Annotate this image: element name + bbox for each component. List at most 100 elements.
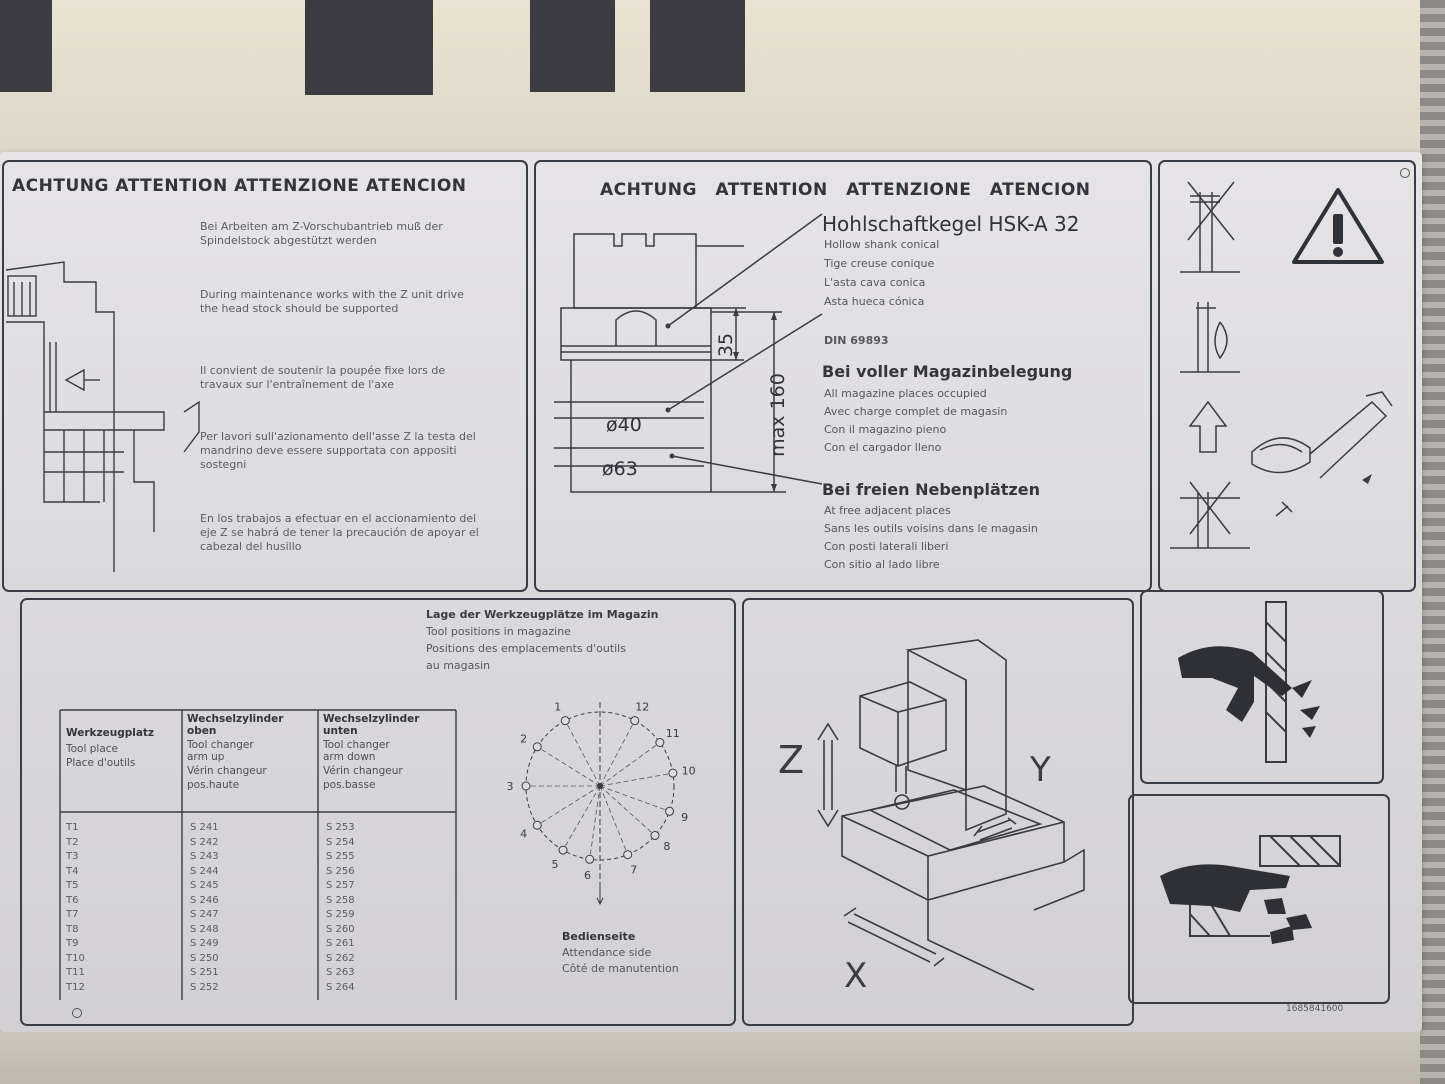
tool-place-3: T3 (66, 851, 79, 862)
lower-switch-1: S 253 (326, 822, 355, 833)
lower-switch-2: S 254 (326, 836, 355, 848)
lower-switch-10: S 262 (326, 952, 355, 964)
dim-35: 35 (715, 332, 738, 358)
panel-pinch-hazard (1128, 794, 1390, 1004)
dial-label-4: 4 (520, 828, 527, 841)
dial-label-6: 6 (584, 869, 591, 882)
part-number: 1685841600 (1286, 1004, 1344, 1014)
upper-switch-1: S 241 (190, 822, 219, 833)
col-lower-head-1: Wechselzylinder (323, 713, 420, 725)
col-lower-head-6: pos.basse (323, 779, 376, 791)
panel1-heading: ACHTUNG ATTENTION ATTENZIONE ATENCION (12, 176, 467, 196)
col-upper-head-6: pos.haute (187, 779, 240, 791)
panel-z-axis-warning: ACHTUNG ATTENTION ATTENZIONE ATENCION Be… (2, 160, 528, 592)
col-upper-head-1: Wechselzylinder (187, 713, 284, 725)
full-magazine-line-4: Con el cargador lleno (824, 441, 942, 454)
para-german: Bei Arbeiten am Z-Vorschubantrieb muß de… (200, 220, 443, 247)
upper-switch-8: S 248 (190, 923, 219, 935)
dial-label-5: 5 (552, 858, 559, 871)
lower-switch-6: S 258 (326, 894, 355, 906)
dial-position-5 (558, 845, 568, 855)
col-lower-head-2: unten (323, 725, 358, 737)
dial-label-3: 3 (507, 780, 514, 793)
magazine-title-fr-2: au magasin (426, 659, 491, 672)
dial-label-8: 8 (663, 840, 670, 853)
rotating-tool-hand-pictogram (1178, 601, 1320, 763)
pinch-hand-pictogram (1160, 835, 1341, 944)
free-places-line-4: Con sitio al lado libre (824, 558, 940, 571)
dial-position-2 (532, 742, 542, 752)
axis-x-label: X (844, 956, 868, 996)
wall-lettering-block-left (0, 0, 52, 92)
tool-place-9: T9 (66, 938, 79, 949)
tool-table-grid (59, 709, 457, 1000)
tool-place-2: T2 (66, 836, 79, 848)
dial-position-8 (650, 831, 660, 841)
upper-switch-2: S 242 (190, 836, 219, 848)
tool-place-12: T12 (66, 981, 85, 993)
free-places-title: Bei freien Nebenplätzen (822, 480, 1040, 499)
wall-lettering-block-mid (305, 0, 433, 95)
col-upper-head-2: oben (187, 725, 217, 737)
upper-switch-10: S 250 (190, 952, 219, 964)
tool-place-8: T8 (66, 923, 79, 935)
panel-tool-magazine-positions: Lage der Werkzeugplätze im Magazin Tool … (20, 598, 736, 1026)
tool-place-5: T5 (66, 880, 79, 891)
upper-switch-7: S 247 (190, 909, 219, 920)
hsk-title: Hohlschaftkegel HSK-A 32 (822, 212, 1080, 236)
free-places-line-1: At free adjacent places (824, 504, 951, 517)
full-magazine-line-3: Con il magazino pieno (824, 423, 947, 436)
magazine-title-en: Tool positions in magazine (426, 625, 571, 638)
dial-label-10: 10 (682, 764, 696, 777)
hsk-title-line-1: Hollow shank conical (824, 238, 940, 251)
lower-switch-11: S 263 (326, 967, 355, 978)
para-italian: Per lavori sull'azionamento dell'asse Z … (200, 430, 476, 471)
col-place-head-1: Werkzeugplatz (66, 727, 155, 739)
dial-position-1 (560, 716, 570, 726)
wall-lettering-block-right (530, 0, 615, 92)
dial-position-10 (668, 768, 678, 778)
col-upper-head-3: Tool changer (187, 739, 254, 751)
attendance-side-en: Attendance side (562, 946, 652, 959)
upper-switch-3: S 243 (190, 851, 219, 862)
dial-position-3 (521, 781, 531, 791)
dial-spoke-7 (599, 785, 629, 855)
full-magazine-title: Bei voller Magazinbelegung (822, 362, 1073, 381)
tool-place-6: T6 (66, 894, 79, 906)
col-lower-head-3: Tool changer (323, 739, 390, 751)
upper-switch-5: S 245 (190, 880, 219, 891)
dim-diameter-40: ø40 (606, 414, 642, 436)
dial-position-12 (630, 716, 640, 726)
lower-switch-7: S 259 (326, 909, 355, 920)
para-english: During maintenance works with the Z unit… (200, 288, 464, 315)
free-places-line-2: Sans les outils voisins dans le magasin (824, 522, 1038, 535)
dial-spoke-5 (562, 785, 601, 851)
upper-switch-11: S 251 (190, 967, 219, 978)
dial-spoke-1 (564, 720, 601, 787)
hsk-title-line-2: Tige creuse conique (824, 257, 935, 270)
wall-bottom (0, 1032, 1420, 1084)
lower-switch-4: S 256 (326, 865, 355, 877)
dial-spoke-6 (589, 785, 601, 860)
dial-label-2: 2 (520, 732, 527, 745)
attendance-side-arrow-icon (596, 884, 604, 906)
lower-switch-8: S 260 (326, 923, 355, 935)
dim-diameter-63: ø63 (602, 458, 638, 480)
dial-position-11 (655, 738, 665, 748)
plate-screw-bottom-left (72, 1008, 82, 1018)
dial-spoke-8 (599, 785, 656, 836)
dial-label-7: 7 (630, 863, 637, 876)
axis-z-label: Z (778, 738, 805, 782)
warning-plate: ACHTUNG ATTENTION ATTENZIONE ATENCION Be… (0, 152, 1422, 1032)
dial-spoke-9 (599, 785, 670, 812)
dial-label-1: 1 (554, 701, 561, 714)
din-norm: DIN 69893 (824, 334, 889, 347)
dial-position-6 (585, 854, 595, 864)
tool-place-1: T1 (66, 822, 79, 833)
attendance-side-title: Bedienseite (562, 930, 636, 943)
panel-cutting-tool-hazard (1140, 590, 1384, 784)
spindle-support-drawing (5, 261, 200, 572)
panel-pictogram-warning (1158, 160, 1416, 592)
upper-switch-12: S 252 (190, 981, 219, 993)
